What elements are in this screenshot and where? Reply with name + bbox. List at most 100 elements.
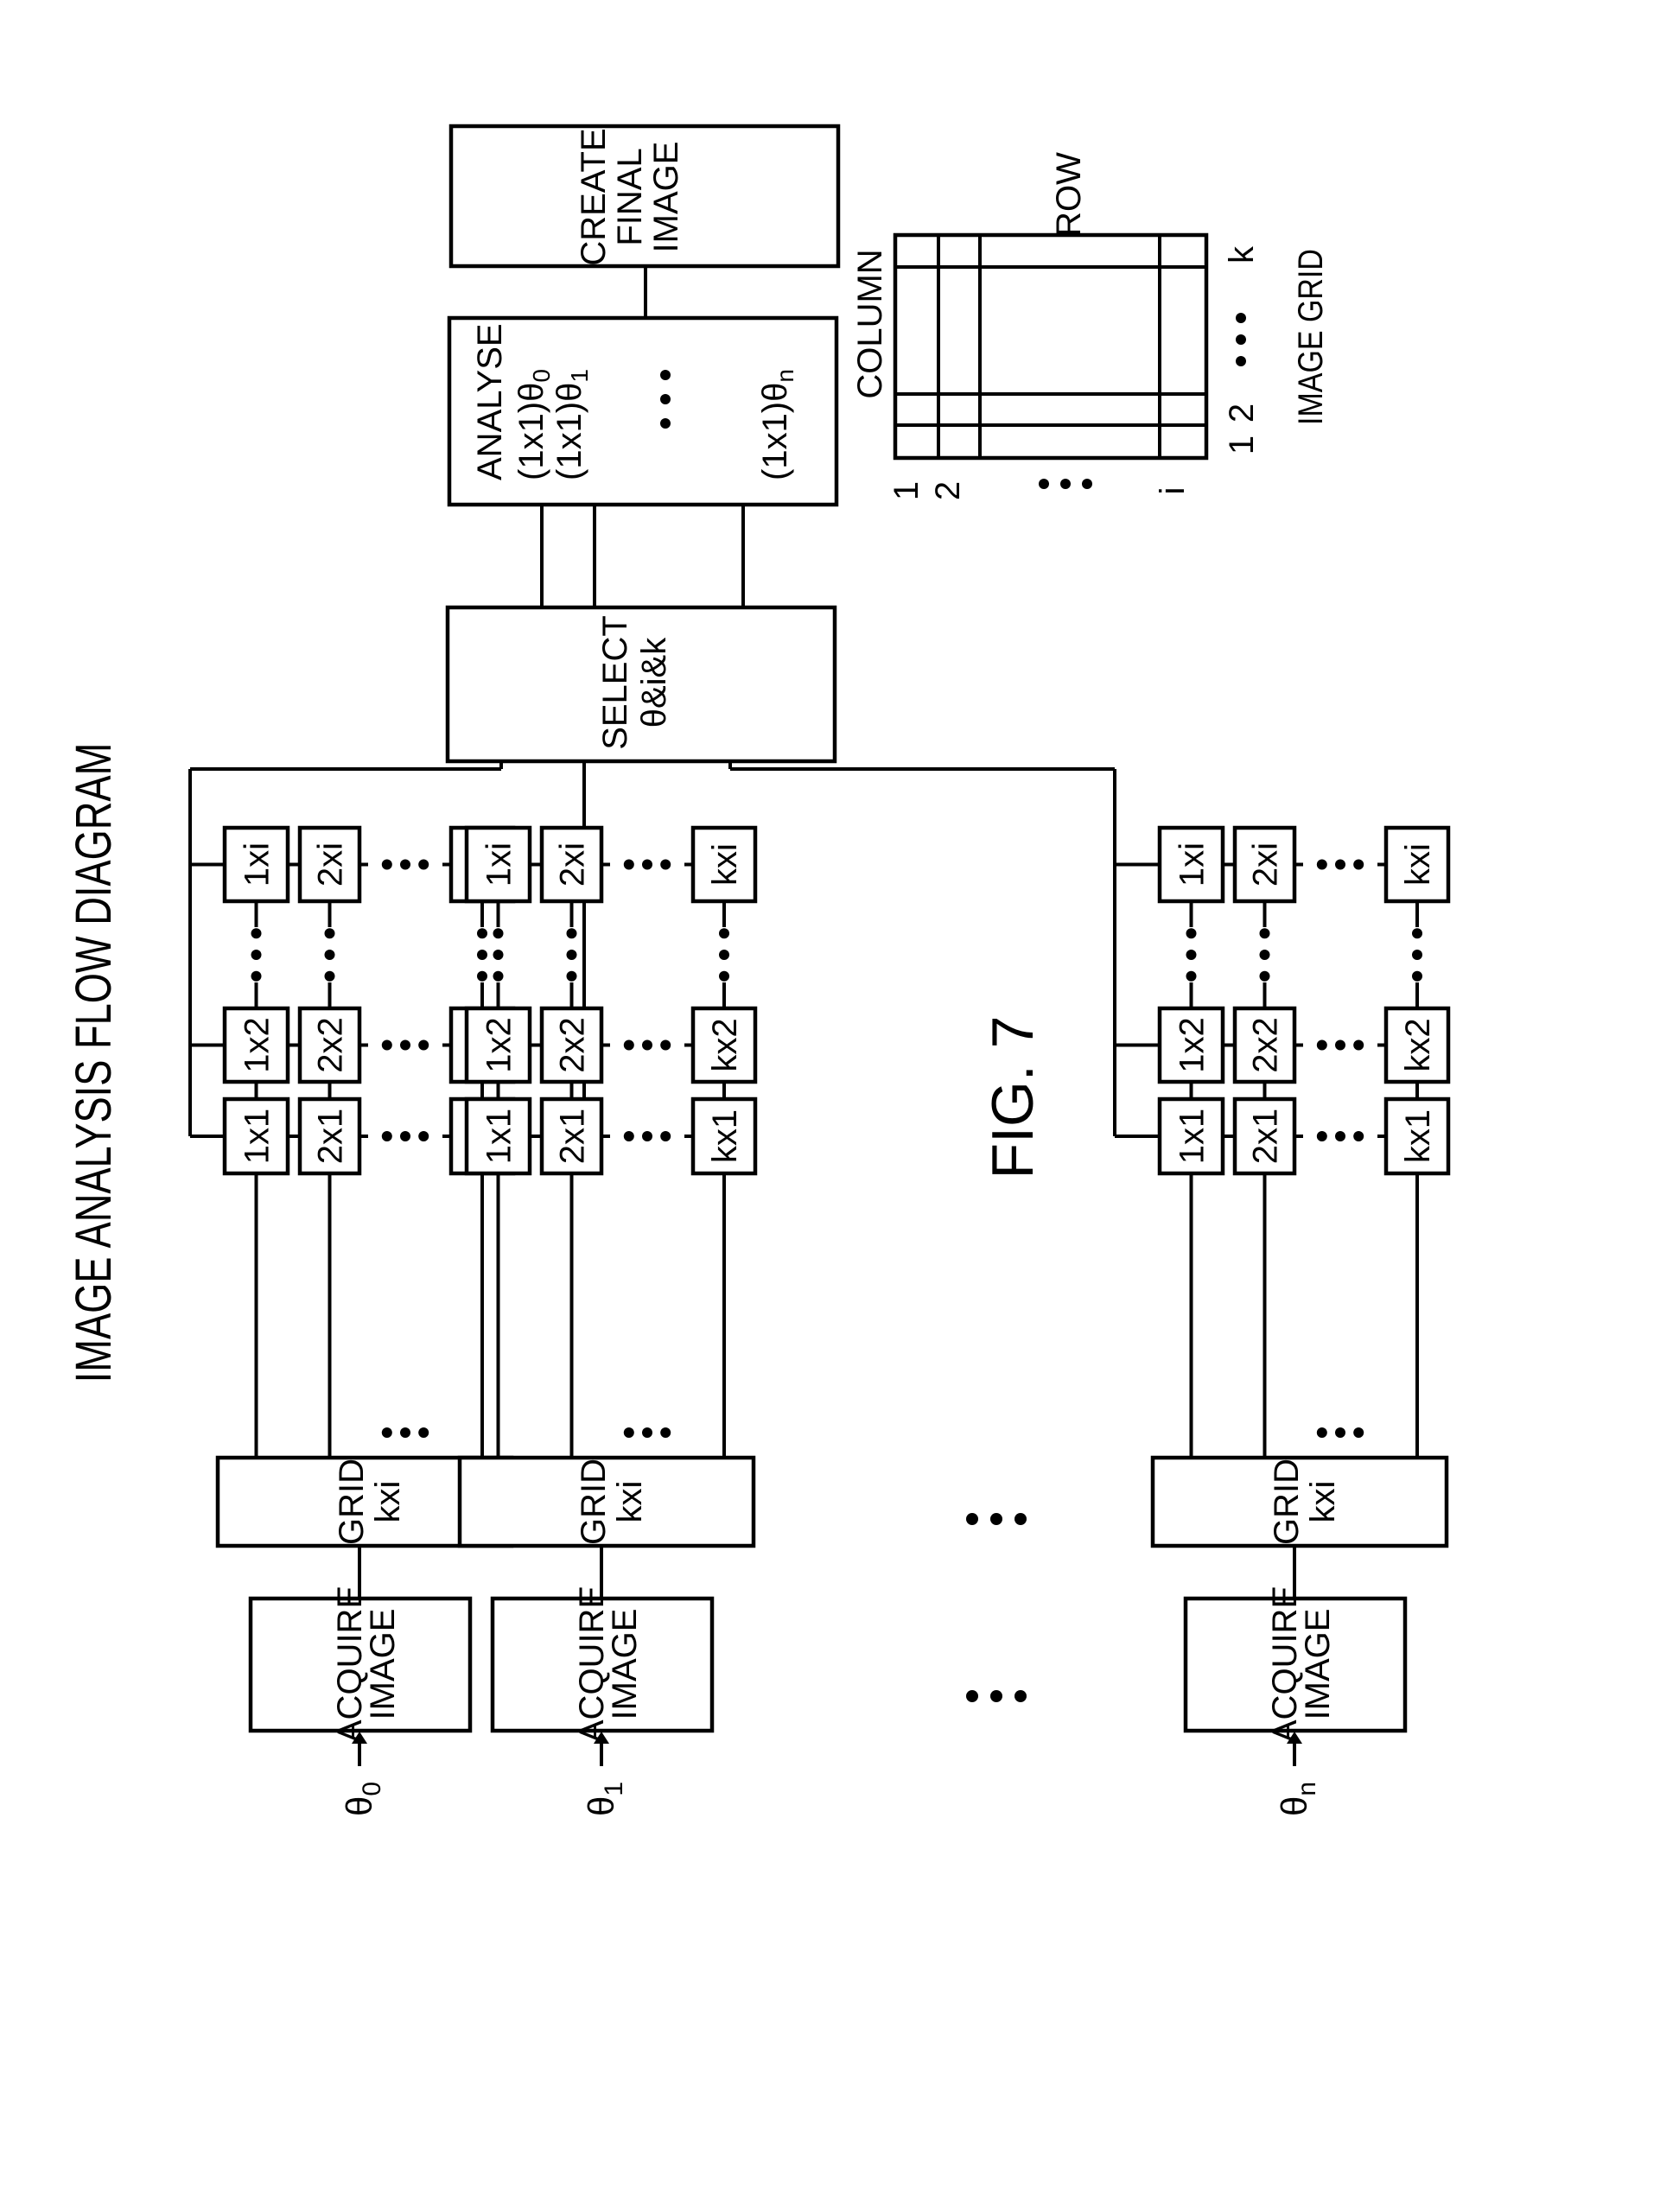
ellipsis-dot bbox=[477, 928, 487, 939]
branch-0: 1x11x21xi2x12x22xikx1kx2kxiGRIDkxiACQUIR… bbox=[188, 769, 516, 1816]
cell-1xi: 1xi bbox=[1157, 825, 1225, 904]
ellipsis-dot bbox=[566, 950, 577, 960]
cell-1x2: 1x2 bbox=[222, 1006, 290, 1084]
acquire-line-1: ACQUIRE bbox=[573, 1586, 611, 1743]
cell-1xi: 1xi bbox=[222, 825, 290, 904]
ellipsis-dot bbox=[1353, 1131, 1364, 1141]
acquire-line-1: ACQUIRE bbox=[1266, 1586, 1304, 1743]
cell-label: 2x2 bbox=[1247, 1017, 1285, 1073]
row-label: ROW bbox=[1050, 152, 1088, 237]
column-label: COLUMN bbox=[851, 249, 889, 398]
theta-input-label: θn bbox=[1274, 1782, 1321, 1816]
ellipsis-dot bbox=[1335, 1039, 1345, 1051]
column-tick-i: i bbox=[1154, 487, 1192, 495]
cell-2xi: 2xi bbox=[539, 825, 604, 904]
cell-label: 1x2 bbox=[480, 1017, 518, 1073]
analyse-thetan: (1x1)θn bbox=[756, 369, 798, 480]
branch-ellipsis-acquire bbox=[966, 1690, 1027, 1702]
ellipsis-dot bbox=[719, 928, 729, 939]
acquire-line-2: IMAGE bbox=[606, 1609, 644, 1720]
ellipsis-dot bbox=[493, 928, 504, 939]
cell-kx1: kx1 bbox=[690, 1096, 758, 1176]
cell-kxi: kxi bbox=[1383, 825, 1451, 904]
cell-1x1: 1x1 bbox=[222, 1096, 290, 1176]
ellipsis-dot bbox=[400, 859, 410, 870]
ellipsis-dot bbox=[1353, 1039, 1364, 1051]
cell-label: kx1 bbox=[706, 1109, 744, 1163]
ellipsis-dot bbox=[719, 970, 729, 982]
analyse-box: ANALYSE (1x1)θ0 (1x1)θ1 (1x1)θn bbox=[447, 315, 839, 507]
ellipsis-dot bbox=[660, 859, 671, 870]
cell-2x1: 2x1 bbox=[297, 1096, 362, 1176]
ellipsis-dot bbox=[1316, 1039, 1327, 1051]
ellipsis-dot bbox=[623, 1131, 634, 1141]
grid-size-label: kxi bbox=[611, 1481, 649, 1523]
cell-label: 1xi bbox=[239, 842, 277, 887]
cell-label: 2x1 bbox=[312, 1109, 350, 1165]
cell-1x1: 1x1 bbox=[1157, 1096, 1225, 1176]
analyse-title: ANALYSE bbox=[471, 323, 509, 480]
theta-input-label: θ0 bbox=[339, 1782, 386, 1816]
ellipsis-dot bbox=[381, 859, 392, 870]
image-grid-inset: ROW COLUMN 1 2 i 1 2 k IMAGE GRID bbox=[851, 152, 1330, 500]
ellipsis-dot bbox=[493, 950, 504, 960]
cell-label: kx2 bbox=[1399, 1018, 1437, 1071]
branch-2: 1x11x21xi2x12x22xikx1kx2kxiGRIDkxiACQUIR… bbox=[1113, 769, 1451, 1816]
cell-label: 1x1 bbox=[480, 1109, 518, 1165]
row-tick-1: 1 bbox=[1223, 435, 1261, 454]
ellipsis-dot bbox=[1335, 1131, 1345, 1141]
ellipsis-dot bbox=[418, 1131, 429, 1141]
grid-label: GRID bbox=[575, 1459, 613, 1545]
ellipsis-dot bbox=[566, 928, 577, 939]
cell-kxi: kxi bbox=[690, 825, 758, 904]
ellipsis-dot bbox=[1412, 970, 1422, 982]
ellipsis-dot bbox=[1186, 970, 1197, 982]
cell-2x2: 2x2 bbox=[1232, 1006, 1297, 1084]
select-line-1: SELECT bbox=[596, 615, 634, 750]
grid-label: GRID bbox=[1268, 1459, 1306, 1545]
cell-2xi: 2xi bbox=[1232, 825, 1297, 904]
ellipsis-dot bbox=[1412, 928, 1422, 939]
ellipsis-dot bbox=[642, 1131, 652, 1141]
ellipsis-dot bbox=[400, 1131, 410, 1141]
cell-kx2: kx2 bbox=[690, 1006, 758, 1084]
ellipsis-dot bbox=[400, 1039, 410, 1051]
ellipsis-dot bbox=[660, 1427, 671, 1438]
cell-label: kx1 bbox=[1399, 1109, 1437, 1163]
ellipsis-dot bbox=[418, 1039, 429, 1051]
figure-label: FIG. 7 bbox=[980, 1016, 1046, 1179]
cell-1x1: 1x1 bbox=[464, 1096, 532, 1176]
cell-label: 1xi bbox=[1173, 842, 1212, 887]
ellipsis-dot bbox=[1259, 928, 1270, 939]
cell-2x2: 2x2 bbox=[297, 1006, 362, 1084]
ellipsis-dot bbox=[1335, 859, 1345, 870]
row-tick-k: k bbox=[1223, 245, 1261, 264]
ellipsis-dot bbox=[1316, 1427, 1327, 1438]
ellipsis-dot bbox=[324, 928, 335, 939]
grid-size-label: kxi bbox=[369, 1481, 407, 1523]
ellipsis-dot bbox=[1316, 859, 1327, 870]
branch-ellipsis-grid bbox=[966, 1513, 1027, 1525]
ellipsis-dot bbox=[493, 970, 504, 982]
ellipsis-dot bbox=[660, 1131, 671, 1141]
cell-label: 2x1 bbox=[1247, 1109, 1285, 1165]
figure-title: IMAGE ANALYSIS FLOW DIAGRAM bbox=[67, 743, 123, 1383]
create-line-2: FINAL bbox=[611, 148, 649, 245]
ellipsis-dot bbox=[1412, 950, 1422, 960]
ellipsis-dot bbox=[477, 970, 487, 982]
select-box: SELECT θ&i&k bbox=[445, 605, 837, 764]
ellipsis-dot bbox=[324, 970, 335, 982]
ellipsis-dot bbox=[1186, 928, 1197, 939]
cell-label: 2xi bbox=[1247, 842, 1285, 887]
create-final-image-box: CREATE FINAL IMAGE bbox=[448, 124, 841, 269]
ellipsis-dot bbox=[381, 1427, 392, 1438]
image-grid-caption: IMAGE GRID bbox=[1290, 249, 1329, 425]
cell-label: 2x1 bbox=[554, 1109, 592, 1165]
cell-label: 2xi bbox=[554, 842, 592, 887]
cell-label: 1x2 bbox=[1173, 1017, 1212, 1073]
ellipsis-dot bbox=[1353, 1427, 1364, 1438]
cell-label: 1x2 bbox=[239, 1017, 277, 1073]
